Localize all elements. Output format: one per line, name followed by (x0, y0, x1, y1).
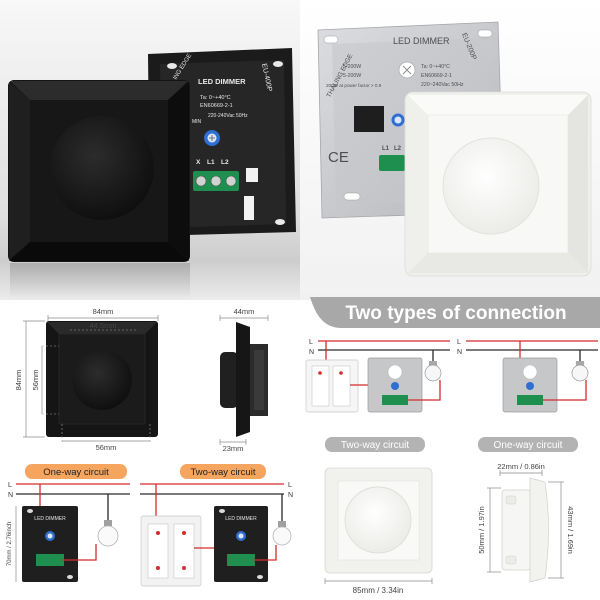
terminal-label-l2: L2 (221, 159, 229, 166)
dimension-front-depth: 23mm (223, 444, 244, 453)
mounting-hole (273, 61, 283, 67)
dimension-width: 85mm / 3.34in (353, 586, 404, 595)
dimension-inner-height: 43mm / 1.69in (566, 506, 575, 554)
two-way-tag-label: Two-way circuit (191, 467, 256, 478)
dimension-outer-width: 84mm (93, 307, 114, 316)
dimension-outer-height: 84mm (14, 370, 23, 391)
white-cover-plate-front (324, 467, 433, 574)
white-plate-side-dimension: 22mm / 0.86in 50mm / 1.97in 43mm / 1.69i… (477, 462, 575, 583)
one-way-tag (478, 437, 578, 452)
live-label: L (288, 482, 292, 489)
potentiometer (391, 113, 405, 127)
plate-reflection (10, 263, 190, 299)
dimension-total-depth: 44mm (234, 307, 255, 316)
white-dimmer-side-view (501, 477, 549, 583)
module-spec-right: Ta: 0~+40°C (421, 64, 450, 70)
dimension-inner-height: 56mm (31, 370, 40, 391)
white-cover-plate (404, 91, 592, 277)
black-dimmer-dimensions: 84mm 44.5mm 84mm 56mm 56mm 44mm 23mm (14, 307, 269, 453)
module-spec-right: 220~240Vac 50Hz (421, 82, 464, 88)
section-banner (310, 297, 600, 328)
potentiometer (204, 130, 220, 146)
two-way-tag (325, 437, 425, 452)
dimmer-module: LED DIMMER (22, 506, 78, 582)
one-way-diagram: L N (457, 339, 598, 413)
light-bulb-icon (97, 520, 119, 547)
black-cover-plate (8, 80, 190, 262)
module-min-label: MIN (192, 119, 202, 125)
mounting-slot (343, 192, 361, 201)
neutral-label: N (8, 492, 13, 499)
one-way-tag-label: One-way circuit (494, 440, 563, 451)
white-plate-front-dimension: 85mm / 3.34in (324, 467, 433, 595)
module-spec: EN60669-2-1 (200, 103, 233, 109)
dimension-outer-height: 50mm / 1.97in (477, 506, 486, 554)
ce-mark: CE (328, 149, 349, 166)
module-slot (354, 106, 384, 132)
terminal-label-l1: L1 (207, 159, 215, 166)
dimmer-module (367, 357, 423, 413)
terminal-block (379, 155, 405, 171)
side-view (220, 322, 268, 437)
front-view (46, 321, 158, 437)
two-way-wiring: L N LED DIMMER (140, 482, 293, 587)
module-spec-right: EN60669-2-1 (421, 73, 452, 79)
neutral-label: N (288, 492, 293, 499)
light-bulb-icon (571, 361, 589, 382)
mounting-hole (275, 219, 285, 225)
live-label: L (8, 482, 12, 489)
wiring-examples: One-way circuit Two-way circuit L N 70mm… (7, 464, 293, 587)
live-label: L (309, 339, 313, 346)
dimension-depth: 22mm / 0.86in (497, 462, 545, 471)
dimmer-knob (72, 350, 132, 410)
black-dimmer-photo: ING EDGE LED DIMMER EU-400P Ta: 0~+40°C … (0, 0, 300, 300)
module-title: LED DIMMER (34, 516, 66, 522)
white-dimmer-photo: THALING EDGE LED DIMMER EU-200P 5-200W 5… (300, 0, 600, 300)
terminal-label-x: X (196, 159, 201, 166)
one-way-wiring: L N 70mm / 2.76inch LED DIMMER (7, 482, 130, 582)
module-title: LED DIMMER (393, 36, 450, 46)
terminal-label-l1: L1 (382, 146, 390, 152)
shaft-cap (398, 61, 416, 79)
module-spec-left: 5-200W (343, 64, 361, 70)
mounting-hole (167, 63, 177, 69)
connection-types: Two types of connection L N (305, 297, 600, 452)
one-way-tag (25, 464, 127, 479)
module-spec: 220-240Vac 50Hz (208, 113, 248, 119)
two-way-switch (305, 359, 359, 413)
dimmer-module (502, 357, 558, 413)
dimension-inner-width: 44.5mm (89, 321, 116, 330)
live-label: L (457, 339, 461, 346)
module-height-dimension: 70mm / 2.76inch (7, 522, 13, 566)
module-spec: Ta: 0~+40°C (200, 95, 231, 101)
two-way-diagram: L N (305, 339, 450, 413)
mounting-slot (477, 29, 493, 38)
one-way-tag-label: One-way circuit (43, 467, 109, 478)
two-way-switch (140, 515, 202, 587)
section-banner-title: Two types of connection (345, 303, 566, 324)
dimmer-knob (442, 137, 540, 235)
module-title: LED DIMMER (198, 77, 246, 86)
neutral-label: N (309, 349, 314, 356)
terminal-block (193, 171, 239, 191)
two-way-tag-label: Two-way circuit (341, 440, 410, 451)
module-title: LED DIMMER (225, 516, 257, 522)
dimension-bottom-width: 56mm (96, 443, 117, 452)
neutral-label: N (457, 349, 462, 356)
dimmer-module: LED DIMMER (214, 506, 268, 582)
two-way-tag (180, 464, 266, 479)
module-spec-left: 5-200W (343, 73, 361, 79)
light-bulb-icon (272, 521, 292, 546)
module-spec-left: 200W at power factor > 0.9 (326, 83, 382, 88)
dimmer-knob (50, 116, 154, 220)
dimmer-knob (344, 486, 412, 554)
terminal-label-l2: L2 (394, 146, 402, 152)
mounting-slot (323, 35, 339, 44)
light-bulb-icon (424, 361, 442, 382)
